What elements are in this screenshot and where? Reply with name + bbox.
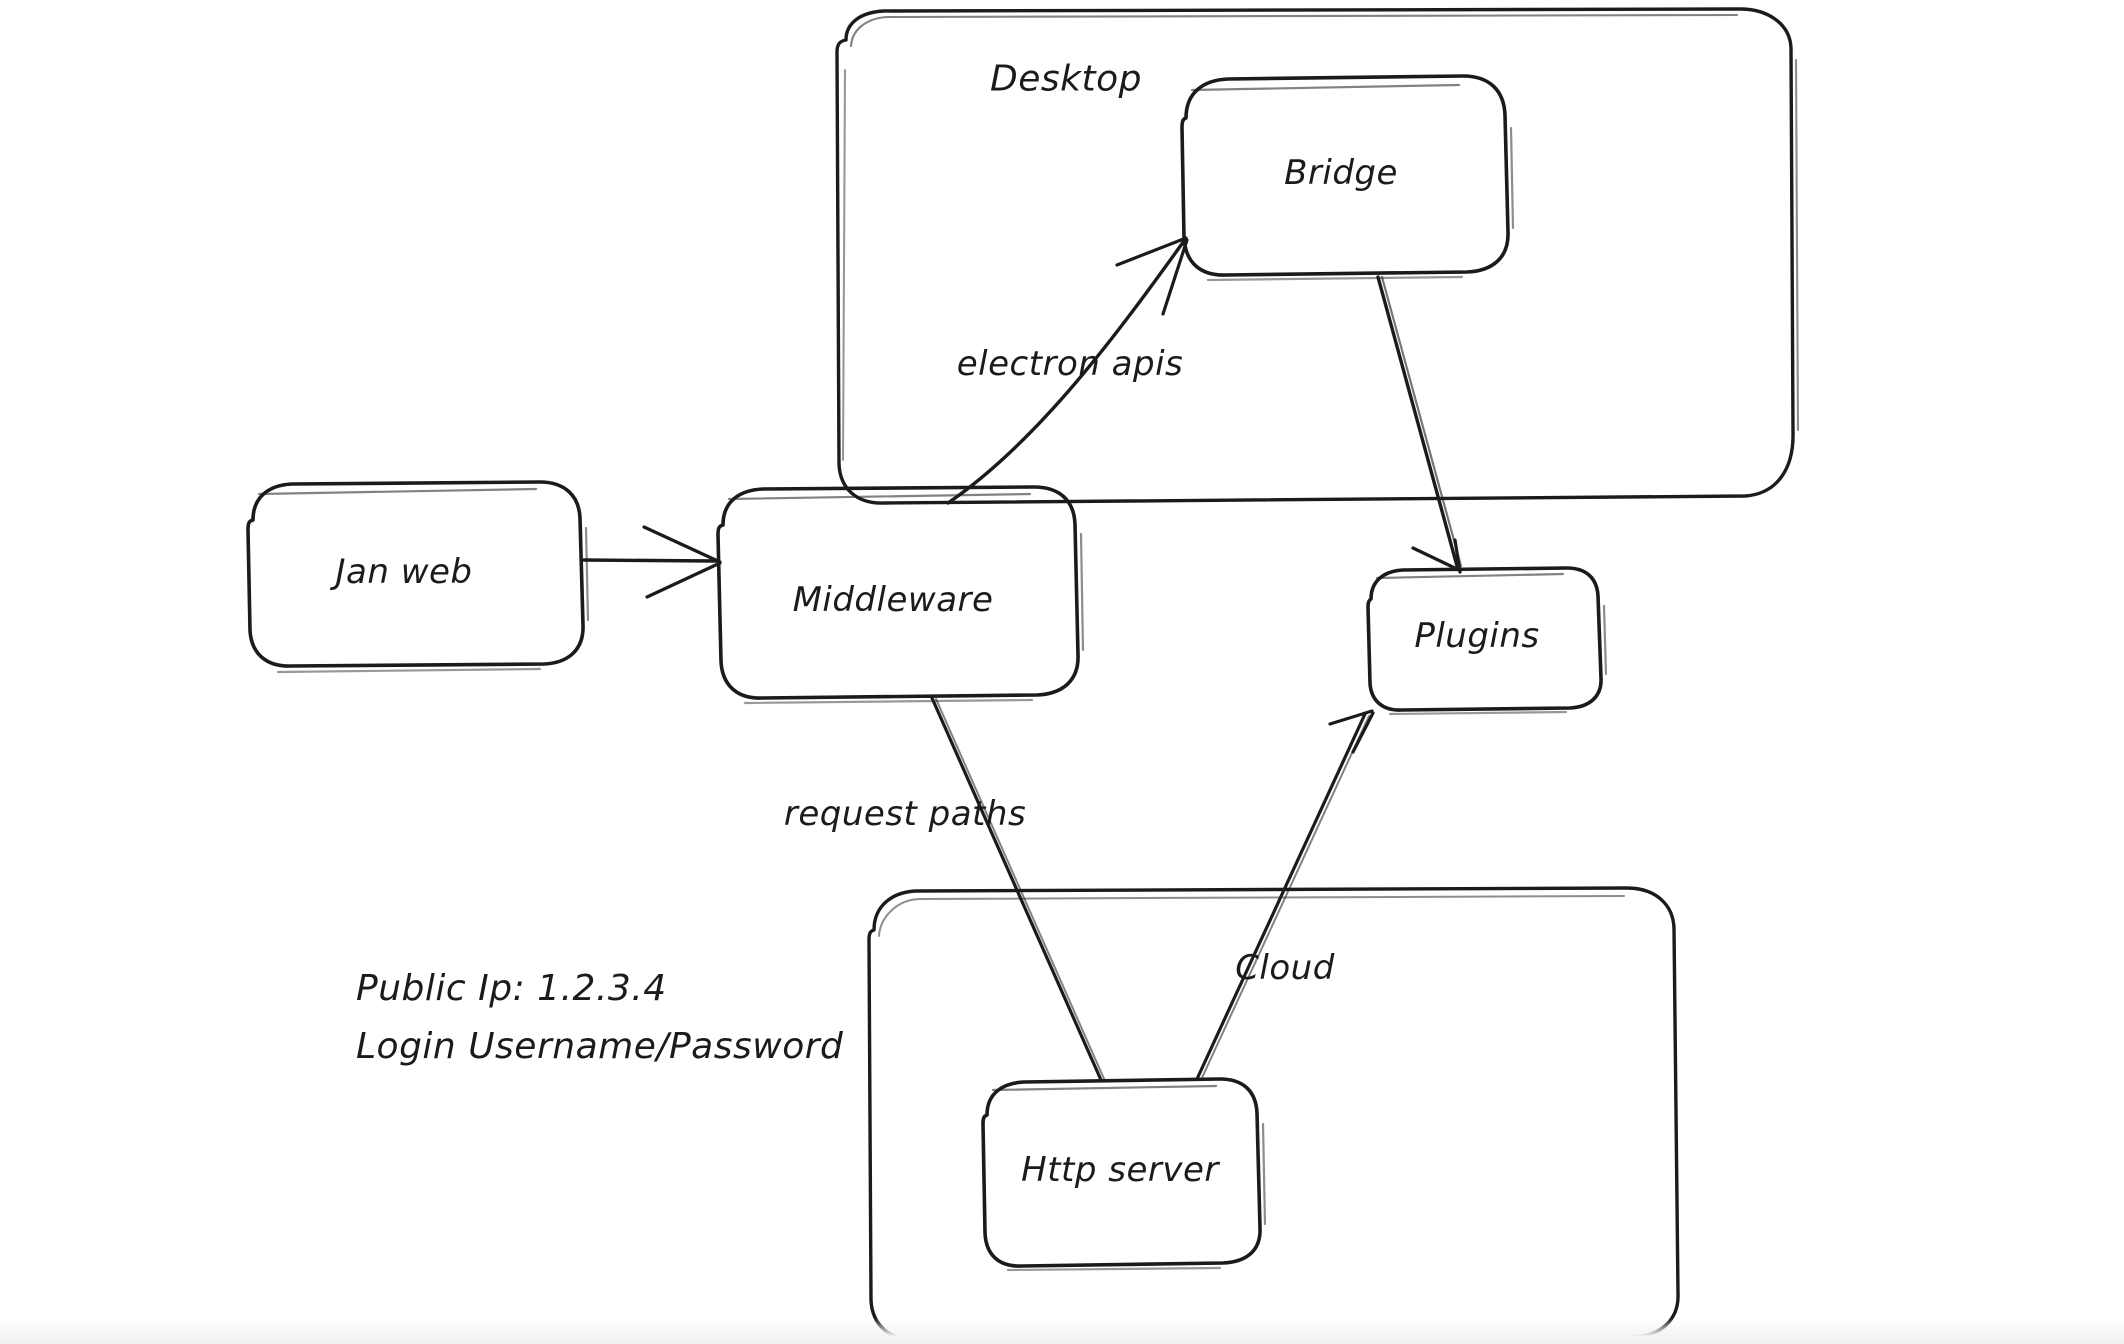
node-label-middleware: Middleware: [792, 580, 994, 620]
edge-jan-web-to-middleware: [582, 525, 722, 599]
node-jan-web-outline: [246, 480, 590, 674]
node-middleware-outline: [716, 485, 1085, 705]
annotation-login-credentials: Login Username/Password: [356, 1026, 844, 1067]
edge-middleware-to-bridge: [946, 236, 1189, 505]
edge-http-server-to-plugins: [1195, 709, 1375, 1081]
edge-bridge-to-plugins: [1376, 275, 1463, 574]
edge-middleware-to-http-server: [930, 696, 1106, 1082]
node-http-server-outline: [981, 1077, 1267, 1272]
node-bridge-outline: [1180, 74, 1515, 282]
group-desktop-outline: [835, 7, 1800, 505]
node-label-jan-web: Jan web: [335, 552, 473, 592]
group-label-desktop: Desktop: [990, 58, 1142, 100]
edge-label-request-paths: request paths: [783, 794, 1027, 834]
node-label-bridge: Bridge: [1284, 153, 1398, 193]
node-label-http-server: Http server: [1021, 1150, 1219, 1190]
edge-label-cloud: Cloud: [1235, 948, 1335, 988]
node-plugins-outline: [1366, 566, 1608, 716]
annotation-public-ip: Public Ip: 1.2.3.4: [356, 968, 667, 1009]
edge-label-electron-apis: electron apis: [956, 344, 1184, 384]
node-label-plugins: Plugins: [1414, 616, 1540, 656]
